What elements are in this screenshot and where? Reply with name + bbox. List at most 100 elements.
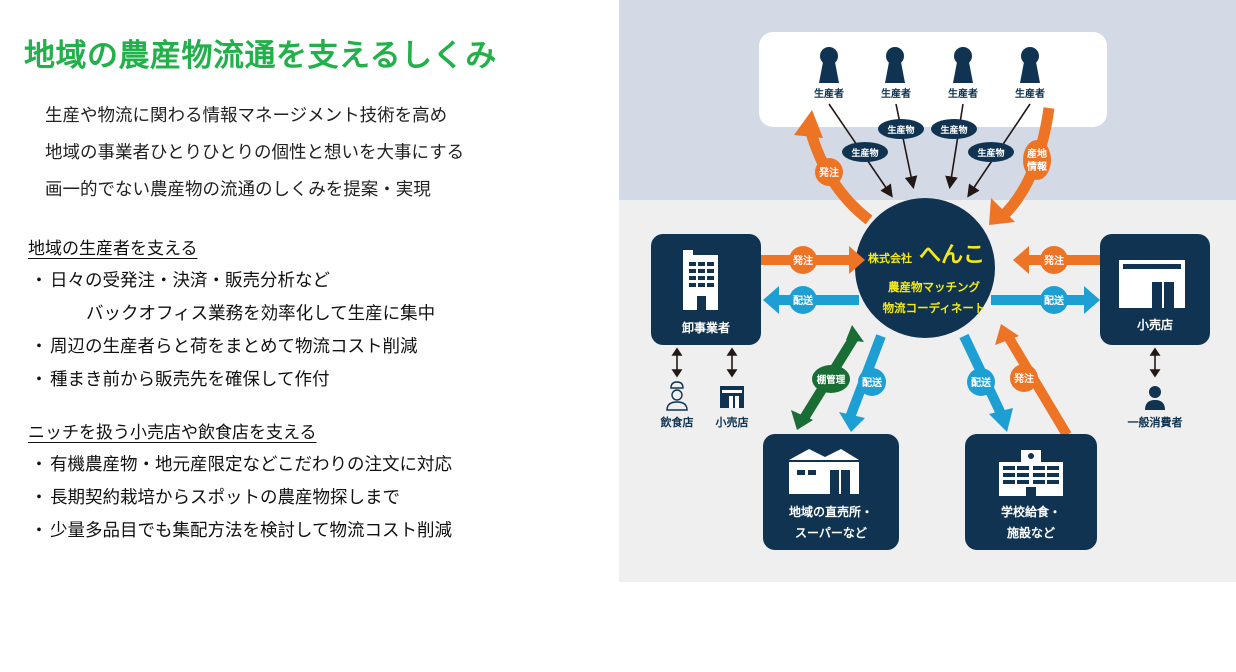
bullet-continuation: バックオフィス業務を効率化して生産に集中 [28, 298, 435, 331]
shelf-mgmt-arrowhead-down [791, 410, 813, 430]
consumer-icon [1145, 386, 1165, 410]
producers-panel [759, 32, 1107, 127]
bullet-mark: ・ [30, 271, 48, 291]
product-badges [842, 119, 1014, 162]
delivery-arrowhead-br [989, 408, 1013, 432]
producer-icon [819, 47, 839, 83]
order-label-br: 発注 [1013, 372, 1034, 385]
order-badge-right [1040, 246, 1068, 274]
bullet-mark: ・ [30, 455, 48, 475]
school-building-icon [999, 450, 1063, 496]
bullet-text: バックオフィス業務を効率化して生産に集中 [86, 304, 436, 324]
order-arrowhead-br [995, 324, 1019, 345]
producer-label: 生産者 [814, 87, 844, 100]
bullet-text: 種まき前から販売先を確保して作付 [50, 370, 330, 390]
center-company-circle [855, 198, 995, 338]
origin-info-badge [1023, 140, 1051, 180]
bullet-item: ・有機農産物・地元産限定などこだわりの注文に対応 [28, 449, 452, 482]
shelf-mgmt-badge [812, 365, 850, 393]
order-arrowhead-left [849, 246, 865, 274]
delivery-badge-bl [858, 368, 886, 396]
product-label: 生産物 [977, 147, 1004, 159]
company-name: へんこ [919, 243, 985, 268]
product-label: 生産物 [851, 147, 878, 159]
delivery-badge-left [789, 286, 817, 314]
order-arrow-br [1004, 335, 1072, 438]
bullet-item: ・長期契約栽培からスポットの農産物探しまで [28, 482, 452, 515]
delivery-badge-right [1040, 286, 1068, 314]
origin-info-label: 産地情報 [1027, 147, 1048, 173]
delivery-arrowhead-left [763, 286, 779, 314]
product-flow-line [895, 103, 918, 190]
order-label-right: 発注 [1043, 254, 1064, 267]
producer-icons [819, 47, 1040, 83]
producer-label: 生産者 [881, 87, 911, 100]
product-badge [931, 119, 977, 139]
intro-text: 生産や物流に関わる情報マネージメント技術を高め 地域の事業者ひとりひとりの個性と… [45, 98, 464, 209]
delivery-label-br: 配送 [971, 376, 992, 389]
bullet-item: ・種まき前から販売先を確保して作付 [28, 364, 435, 397]
section-heading: 地域の生産者を支える [28, 239, 198, 259]
product-badge [878, 119, 924, 139]
small-store-icon [720, 386, 744, 408]
delivery-label-left: 配送 [793, 294, 814, 307]
origin-info-label-text-2: 情報 [1027, 160, 1048, 173]
producer-label: 生産者 [1015, 87, 1045, 100]
bullet-mark: ・ [30, 370, 48, 390]
section-producers: 地域の生産者を支える ・日々の受発注・決済・販売分析など バックオフィス業務を効… [28, 234, 435, 397]
chef-icon [666, 381, 688, 411]
order-arrowhead-top [794, 110, 823, 138]
product-badge [968, 142, 1014, 162]
order-label-left: 発注 [792, 254, 813, 267]
order-badge-br [1010, 364, 1038, 392]
office-building-icon [683, 250, 718, 310]
product-label: 生産物 [940, 124, 967, 136]
school-label-2: 施設など [1007, 525, 1055, 540]
delivery-badge-br [967, 368, 995, 396]
producer-icon [953, 47, 973, 83]
order-arrowhead-right [1013, 246, 1029, 274]
section-heading: ニッチを扱う小売店や飲食店を支える [28, 423, 317, 443]
producer-icon [1020, 47, 1040, 83]
intro-line: 生産や物流に関わる情報マネージメント技術を高め [45, 106, 448, 126]
producer-label: 生産者 [948, 87, 978, 100]
bullet-mark: ・ [30, 337, 48, 357]
delivery-arrow-right [991, 295, 1086, 305]
product-flow-line [945, 103, 964, 190]
direct-store-label-1: 地域の直売所・ [789, 504, 873, 519]
order-badge-top [815, 158, 843, 186]
shelf-mgmt-label: 棚管理 [817, 374, 846, 386]
store-icon [1119, 260, 1185, 308]
delivery-arrow-left [777, 295, 859, 305]
direct-store-label-2: スーパーなど [795, 526, 867, 540]
delivery-label-right: 配送 [1044, 294, 1065, 307]
center-line-1: 農産物マッチング [888, 280, 980, 294]
restaurant-label: 飲食店 [660, 415, 694, 429]
center-line-2: 物流コーディネート [883, 301, 986, 315]
bullet-mark: ・ [30, 488, 48, 508]
bullet-text: 周辺の生産者らと荷をまとめて物流コスト削減 [50, 337, 418, 357]
warehouse-icon [789, 449, 859, 494]
producer-icon [885, 47, 905, 83]
school-label-1: 学校給食・ [1001, 504, 1061, 519]
bullet-text: 長期契約栽培からスポットの農産物探しまで [50, 488, 400, 508]
wholesaler-label: 卸事業者 [682, 320, 730, 335]
retailer-label: 小売店 [1137, 317, 1173, 332]
delivery-arrowhead-bl [839, 412, 865, 432]
delivery-arrowhead-right [1084, 286, 1100, 314]
small-retailer-label: 小売店 [715, 415, 749, 429]
delivery-label-bl: 配送 [862, 376, 883, 389]
distribution-diagram: 生産者 生産者 生産者 生産者 生産物 生産物 生産物 生産物 発注 産地情報 … [619, 0, 1236, 582]
bullet-mark: ・ [30, 521, 48, 541]
shelf-mgmt-arrowhead-up [846, 325, 864, 342]
section-niche-stores: ニッチを扱う小売店や飲食店を支える ・有機農産物・地元産限定などこだわりの注文に… [28, 418, 452, 548]
order-badge-left [789, 246, 817, 274]
page-title: 地域の農産物流通を支えるしくみ [24, 38, 497, 74]
bullet-item: ・日々の受発注・決済・販売分析など [28, 265, 435, 298]
intro-line: 画一的でない農産物の流通のしくみを提案・実現 [45, 180, 431, 200]
order-label-top: 発注 [818, 166, 839, 179]
origin-info-label-text: 産地 [1027, 147, 1047, 160]
origin-info-arrowhead [989, 198, 1015, 225]
bullet-item: ・周辺の生産者らと荷をまとめて物流コスト削減 [28, 331, 435, 364]
intro-line: 地域の事業者ひとりひとりの個性と想いを大事にする [45, 143, 465, 163]
